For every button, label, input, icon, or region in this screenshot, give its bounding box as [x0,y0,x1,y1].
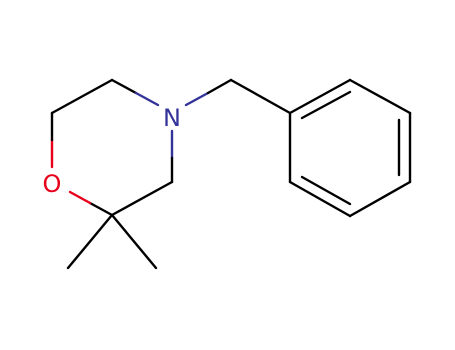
bond-ch2-c1ph [229,78,292,115]
bond-ph-double-1 [300,90,352,120]
atom-label-o: O [43,170,62,198]
bond-c2-o-red [68,190,92,205]
bond-c2-o-black [88,201,114,217]
bond-ph-1-2 [288,78,352,115]
atom-label-n: N [163,104,181,132]
bond-ph-double-3 [300,175,352,206]
bond-group [50,78,412,270]
bond-c3-c2 [110,180,174,217]
bond-c6-c5 [50,78,114,115]
bond-ph-2-3 [348,78,412,115]
bond-ph-4-5 [348,180,412,218]
bond-c5-n-blue [134,91,160,107]
bond-n-ch2-black [206,78,233,95]
bond-c5-n-black [110,78,138,95]
bond-n-ch2-blue [184,91,210,107]
bond-ph-5-6 [288,180,352,218]
bond-c2-methyl-2 [110,213,158,270]
bond-c2-methyl-1 [66,213,114,270]
